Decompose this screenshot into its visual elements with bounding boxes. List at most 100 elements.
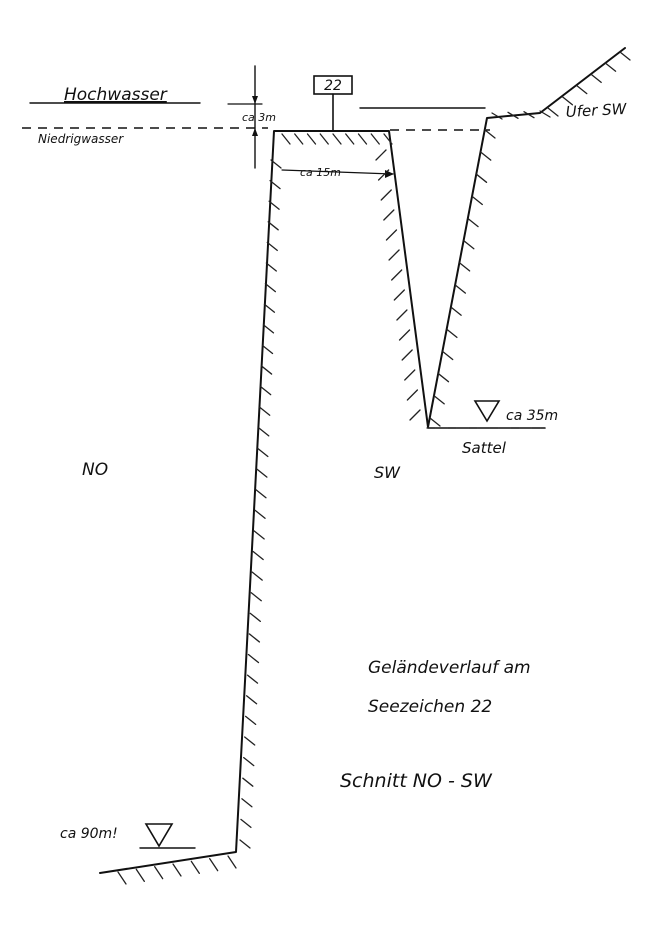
hatch-mark <box>377 169 390 181</box>
label-marker: 22 <box>324 78 342 94</box>
depth-triangle-saddle <box>473 400 501 423</box>
hatch-mark <box>433 395 445 405</box>
hatch-mark <box>294 133 304 145</box>
hatch-mark <box>332 133 342 145</box>
hatch-mark <box>393 289 405 301</box>
hatch-mark <box>604 62 617 72</box>
hatch-mark <box>254 509 266 519</box>
hatch-mark <box>246 674 259 684</box>
low-water-line <box>22 127 490 131</box>
hatch-mark <box>619 51 631 61</box>
hatch-mark <box>547 107 559 117</box>
hatch-mark <box>319 133 329 145</box>
hatch-mark <box>458 262 471 272</box>
hatch-mark <box>244 715 257 726</box>
dimension-arrow-bottom <box>252 128 258 136</box>
hatch-mark <box>251 571 263 581</box>
hatch-mark <box>539 110 551 118</box>
label-high-water: Hochwasser <box>64 85 168 105</box>
caption-line-2: Seezeichen 22 <box>368 697 492 717</box>
hatch-mark <box>260 365 273 375</box>
caption-line-3: Schnitt NO - SW <box>340 770 493 792</box>
hatch-mark <box>345 133 355 145</box>
width-dimension <box>281 169 394 175</box>
hatch-mark <box>258 427 270 437</box>
hatch-mark <box>561 96 574 106</box>
terrain-profile-line <box>99 47 626 874</box>
hatch-mark <box>409 409 421 421</box>
hatch-mark <box>375 149 387 161</box>
hatch-mark <box>265 262 277 272</box>
hatch-mark <box>391 269 403 281</box>
hatch-mark <box>268 200 280 210</box>
hatch-mark <box>248 633 261 643</box>
hatch-mark <box>249 612 261 622</box>
hatch-mark <box>429 417 441 427</box>
hatch-mark <box>250 592 262 602</box>
hatch-mark <box>467 217 479 228</box>
hatch-mark <box>383 209 395 221</box>
hatch-mark <box>269 179 281 190</box>
hatch-mark <box>259 406 271 416</box>
hatch-mark <box>357 133 368 145</box>
hatch-mark <box>244 736 256 746</box>
hatch-mark <box>267 221 279 231</box>
label-shore: Ufer SW <box>565 100 628 121</box>
hatch-mark <box>442 350 454 361</box>
hatch-mark <box>263 303 276 313</box>
label-right-side: SW <box>374 463 401 482</box>
hatch-mark <box>257 447 269 458</box>
hatch-mark <box>507 111 519 119</box>
label-water-diff: ca 3m <box>242 111 276 124</box>
hatch-mark <box>240 818 252 829</box>
hatch-mark <box>264 282 277 293</box>
hatch-mark <box>261 344 274 355</box>
hatch-mark <box>252 550 264 561</box>
hatch-mark <box>446 328 458 339</box>
hatch-mark <box>396 309 408 321</box>
hatch-mark <box>227 855 237 869</box>
label-depth-saddle: ca 35m <box>506 408 558 424</box>
hatch-mark <box>255 489 267 499</box>
hatch-mark <box>523 111 535 119</box>
hatch-mark <box>388 249 400 261</box>
hatch-mark <box>437 373 450 383</box>
hatch-mark <box>266 241 278 252</box>
hatch-mark <box>154 866 164 880</box>
hatch-mark <box>475 173 488 183</box>
ground-hatching <box>117 51 631 885</box>
hatch-mark <box>241 798 253 808</box>
hatch-mark <box>398 329 411 341</box>
hatch-mark <box>306 133 317 145</box>
hatch-mark <box>172 863 182 877</box>
hatch-mark <box>253 530 265 540</box>
hatch-mark <box>270 159 282 169</box>
label-depth-bottom: ca 90m! <box>60 826 118 842</box>
hatch-mark <box>471 195 483 206</box>
hatch-mark <box>401 349 413 361</box>
hatch-mark <box>404 369 416 381</box>
hatch-mark <box>450 306 462 316</box>
hatch-mark <box>480 151 492 161</box>
hatch-mark <box>243 756 255 767</box>
hatch-mark <box>463 240 475 250</box>
hatch-mark <box>383 133 393 145</box>
hatch-mark <box>135 868 145 882</box>
label-saddle: Sattel <box>462 439 507 457</box>
depth-triangle-bottom <box>144 823 174 848</box>
hatch-mark <box>190 860 200 874</box>
hatch-mark <box>117 871 127 885</box>
hatch-mark <box>239 839 251 849</box>
dimension-arrow-top <box>252 96 258 104</box>
hatch-mark <box>260 386 272 396</box>
label-low-water: Niedrigwasser <box>38 132 124 146</box>
hatch-mark <box>262 324 275 334</box>
hatch-mark <box>256 468 268 478</box>
hatch-mark <box>242 777 254 787</box>
hatch-mark <box>281 133 291 145</box>
hatch-mark <box>484 129 496 139</box>
caption-line-1: Geländeverlauf am <box>368 658 531 678</box>
hatch-mark <box>590 73 602 84</box>
